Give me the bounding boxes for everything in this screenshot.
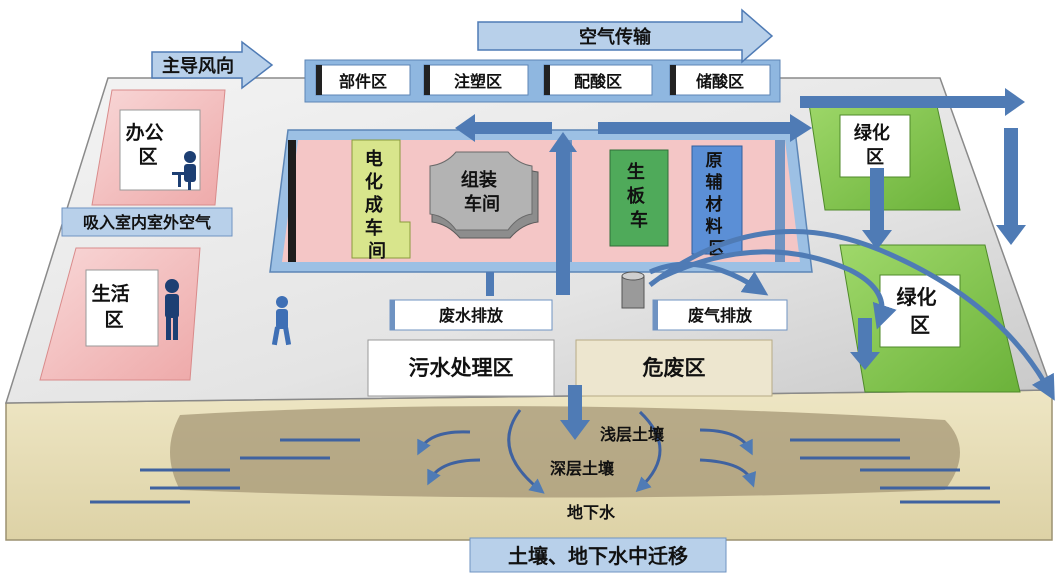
deep-soil-label: 深层土壤 — [550, 459, 615, 478]
wastewater-discharge: 废水排放 — [389, 299, 553, 331]
exhaust-stack-icon — [621, 271, 645, 309]
arrow-down-right — [996, 128, 1026, 245]
arrow-down-green-1 — [862, 168, 892, 250]
acid-storage-zone: 储酸区 — [669, 64, 771, 96]
injection-zone-label: 注塑区 — [454, 72, 502, 91]
office-zone: 办公 区 — [91, 89, 226, 206]
injection-zone: 注塑区 — [423, 64, 529, 96]
groundwater-label: 地下水 — [567, 503, 616, 522]
assembly-line-1: 组装 — [461, 169, 497, 191]
green-bottom-line-2: 区 — [910, 313, 930, 337]
raw-char-4: 料 — [706, 216, 723, 237]
walking-person-icon — [271, 296, 292, 346]
parts-zone-label: 部件区 — [339, 72, 387, 91]
formation-char-3: 成 — [365, 194, 383, 216]
arrow-down-hazard — [560, 385, 590, 440]
arrow-up-center — [549, 132, 577, 295]
waste-gas-discharge-label: 废气排放 — [688, 306, 753, 325]
living-zone: 生活 区 — [39, 247, 201, 381]
raw-char-2: 辅 — [706, 172, 723, 193]
plate-char-1: 生 — [627, 161, 645, 183]
raw-material-zone: 原 辅 材 料 区 — [691, 145, 743, 259]
arc-mid — [658, 249, 897, 330]
plate-char-2: 板 — [627, 185, 646, 207]
living-line-1: 生活 — [92, 282, 130, 305]
raw-char-3: 材 — [706, 194, 723, 215]
swirl-left-1 — [417, 430, 471, 456]
curved-flow-arrows — [648, 229, 1055, 401]
inhale-air-banner: 吸入室内室外空气 — [61, 207, 233, 237]
green-top-line-1: 绿化 — [854, 122, 890, 144]
acid-storage-zone-label: 储酸区 — [695, 72, 744, 91]
swirl-left-2 — [427, 458, 481, 486]
acid-mixing-zone: 配酸区 — [543, 64, 653, 96]
parts-zone: 部件区 — [315, 64, 411, 96]
arrow-right-far — [800, 88, 1025, 116]
greening-zone-top-label: 绿化 区 — [854, 122, 896, 168]
arrow-left-top — [455, 114, 552, 142]
hazardous-waste-label: 危废区 — [643, 356, 706, 380]
migration-banner: 土壤、地下水中迁移 — [469, 537, 727, 573]
workshop-floor — [282, 140, 800, 262]
office-line-1: 办公 — [126, 121, 164, 144]
formation-char-4: 车 — [365, 217, 383, 239]
living-line-2: 区 — [104, 309, 123, 331]
plate-char-3: 车 — [630, 209, 648, 231]
hazardous-waste-zone: 危废区 — [575, 339, 773, 397]
arrow-down-pipe — [486, 272, 494, 296]
formation-char-2: 化 — [365, 171, 383, 193]
acid-mixing-zone-label: 配酸区 — [574, 72, 622, 91]
office-line-2: 区 — [138, 146, 157, 168]
inhale-air-label: 吸入室内室外空气 — [83, 213, 211, 232]
soil-band — [170, 406, 960, 498]
living-label: 生活 区 — [92, 282, 137, 331]
arc-small — [648, 261, 769, 296]
assembly-line-2: 车间 — [464, 193, 500, 215]
workshop-right-wall — [775, 140, 785, 262]
person-at-desk-icon — [172, 151, 196, 190]
swirl-right-1 — [699, 428, 753, 456]
wastewater-discharge-label: 废水排放 — [439, 306, 504, 325]
assembly-workshop: 组装 车间 — [429, 151, 539, 239]
standing-person-icon — [165, 279, 179, 340]
office-label: 办公 区 — [126, 121, 171, 168]
sewage-treatment-label: 污水处理区 — [409, 356, 514, 380]
green-bottom-line-1: 绿化 — [897, 285, 937, 309]
arrow-down-green-2 — [850, 318, 880, 370]
plate-workshop: 生 板 车 — [609, 149, 669, 247]
green-top-line-2: 区 — [866, 147, 884, 168]
formation-workshop: 电 化 成 车 间 — [351, 139, 411, 262]
swirl-right-2 — [699, 458, 757, 488]
formation-char-1: 电 — [365, 148, 383, 170]
air-transport-arrow: 空气传输 — [477, 8, 774, 64]
air-transport-label: 空气传输 — [579, 26, 652, 48]
shallow-soil-label: 浅层土壤 — [600, 425, 665, 444]
sewage-treatment-zone: 污水处理区 — [367, 339, 555, 397]
raw-material-zone-label: 原 辅 材 料 区 — [706, 151, 729, 259]
soil-flow-lines — [90, 409, 1000, 504]
swirl-center-right — [635, 410, 662, 493]
greening-zone-top: 绿化 区 — [807, 96, 961, 211]
flow-arrows — [455, 88, 1026, 440]
greening-zone-bottom-label: 绿化 区 — [897, 285, 944, 337]
workshop-left-wall — [288, 140, 296, 262]
plate-workshop-label: 生 板 车 — [627, 161, 651, 231]
formation-workshop-label: 电 化 成 车 间 — [365, 148, 389, 262]
arrow-right-top — [598, 114, 812, 142]
swirl-center-left — [507, 409, 545, 494]
migration-banner-label: 土壤、地下水中迁移 — [508, 544, 688, 568]
wind-direction-label: 主导风向 — [162, 55, 234, 77]
raw-char-1: 原 — [706, 151, 723, 171]
wind-direction-arrow: 主导风向 — [151, 40, 274, 90]
waste-gas-discharge: 废气排放 — [652, 299, 788, 331]
assembly-workshop-label: 组装 车间 — [461, 169, 503, 215]
arc-big — [648, 229, 1055, 401]
formation-char-5: 间 — [368, 241, 386, 262]
